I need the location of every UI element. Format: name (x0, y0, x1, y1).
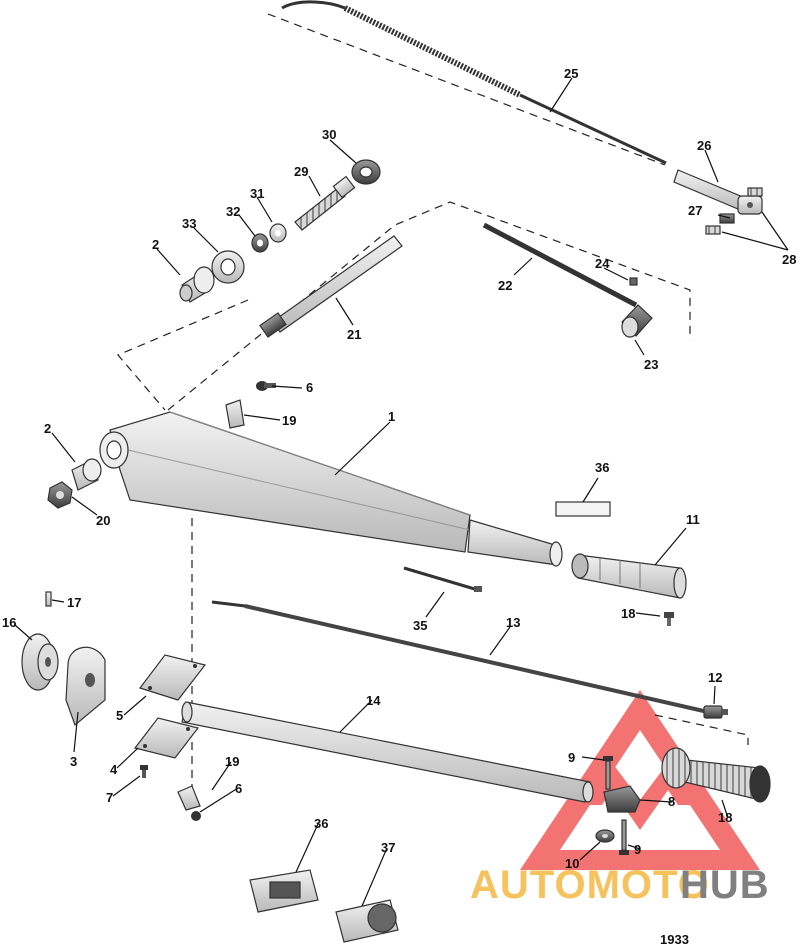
part-16-pin (45, 591, 52, 607)
part-6-screw-lower (191, 811, 201, 821)
part-14-tube (181, 701, 594, 803)
part-19-clip-upper (225, 399, 245, 429)
part-1-tiller-arm (99, 411, 563, 567)
part-25-cable (281, 0, 667, 165)
part-9-bolt-lower (619, 819, 629, 855)
callout-13: 13 (506, 615, 520, 630)
callout-35: 36 (595, 460, 609, 475)
watermark-text: AUTOMOTO HUB (470, 863, 770, 907)
callout-2-lower: 2 (44, 421, 51, 436)
part-11-grip (571, 553, 687, 599)
callout-12: 12 (708, 670, 722, 685)
figure-number: 1933 (660, 932, 689, 947)
part-27-nut (719, 213, 735, 224)
callout-31: 31 (250, 186, 264, 201)
part-6-screw-upper (256, 381, 276, 391)
part-24-set-screw (629, 277, 638, 286)
callout-5: 5 (116, 708, 123, 723)
callout-33: 33 (182, 216, 196, 231)
callout-18: 18 (718, 810, 732, 825)
part-35-decal (555, 501, 611, 517)
part-12-fitting (703, 705, 728, 719)
part-15-pulley (21, 633, 59, 691)
assembly-lines (117, 13, 749, 795)
part-23-collar (621, 304, 653, 338)
part-5-plate (139, 654, 207, 701)
part-22-rod (482, 222, 638, 308)
callout-24: 24 (595, 256, 610, 271)
callout-37: 37 (381, 840, 395, 855)
part-2-bushing-upper (179, 266, 215, 303)
callout-11: 11 (686, 512, 700, 527)
part-10-nut (595, 829, 615, 843)
callout-25: 25 (564, 66, 578, 81)
part-33-bushing (211, 250, 245, 284)
part-21-shaft (259, 235, 403, 338)
part-2-bushing-lower (71, 458, 102, 491)
part-4-plate (133, 717, 200, 759)
callout-30: 30 (322, 127, 336, 142)
callout-27: 27 (688, 203, 702, 218)
watermark-triangle (520, 690, 760, 870)
callout-6-lower: 6 (235, 781, 242, 796)
watermark-text-b: HUB (680, 863, 770, 907)
part-17-screw (664, 612, 674, 626)
part-20-nut (47, 481, 73, 509)
callout-15: 16 (2, 615, 16, 630)
leader-lines (14, 77, 789, 907)
callout-10: 10 (565, 856, 579, 871)
part-30-bushing (351, 159, 381, 185)
callout-9-upper: 9 (568, 750, 575, 765)
callout-20: 20 (96, 513, 110, 528)
callout-28: 28 (782, 252, 796, 267)
callout-16: 17 (67, 595, 81, 610)
callout-23: 23 (644, 357, 658, 372)
part-18-grip-sleeve (661, 747, 771, 803)
callout-14: 14 (366, 693, 381, 708)
part-31-washer (269, 223, 287, 243)
part-28-set-screws (705, 187, 763, 235)
part-26-rod-end (673, 169, 763, 215)
callout-29: 29 (294, 164, 308, 179)
callout-17: 18 (621, 606, 635, 621)
part-9-bolt-upper (603, 756, 613, 790)
callout-9-lower: 9 (634, 842, 641, 857)
callout-22: 22 (498, 278, 512, 293)
callout-7: 7 (106, 790, 113, 805)
callout-36: 36 (314, 816, 328, 831)
part-7-screw (140, 765, 148, 778)
callout-32: 32 (226, 204, 240, 219)
part-34-rod (403, 566, 482, 592)
callout-21: 21 (347, 327, 361, 342)
callout-2-upper: 2 (152, 237, 159, 252)
callout-6-upper: 6 (306, 380, 313, 395)
callout-34: 35 (413, 618, 427, 633)
callout-8: 8 (668, 794, 675, 809)
watermark-text-a: AUTOMOTO (470, 863, 710, 907)
part-19-clip-lower (177, 785, 201, 811)
callout-labels: 25 26 27 28 29 30 31 32 33 2 21 22 24 23… (2, 66, 796, 871)
part-32-nut (251, 233, 269, 253)
part-36-cover (249, 869, 319, 913)
part-29-bolt (294, 175, 356, 231)
part-13-throttle-cable (211, 600, 709, 714)
callout-4: 4 (110, 762, 118, 777)
part-8-clamp (603, 785, 641, 813)
part-3-cover (65, 646, 106, 727)
callout-19-lower: 19 (225, 754, 239, 769)
callout-1: 1 (388, 409, 395, 424)
callout-19-upper: 19 (282, 413, 296, 428)
callout-26: 26 (697, 138, 711, 153)
part-37-cover (335, 899, 399, 943)
callout-3: 3 (70, 754, 77, 769)
